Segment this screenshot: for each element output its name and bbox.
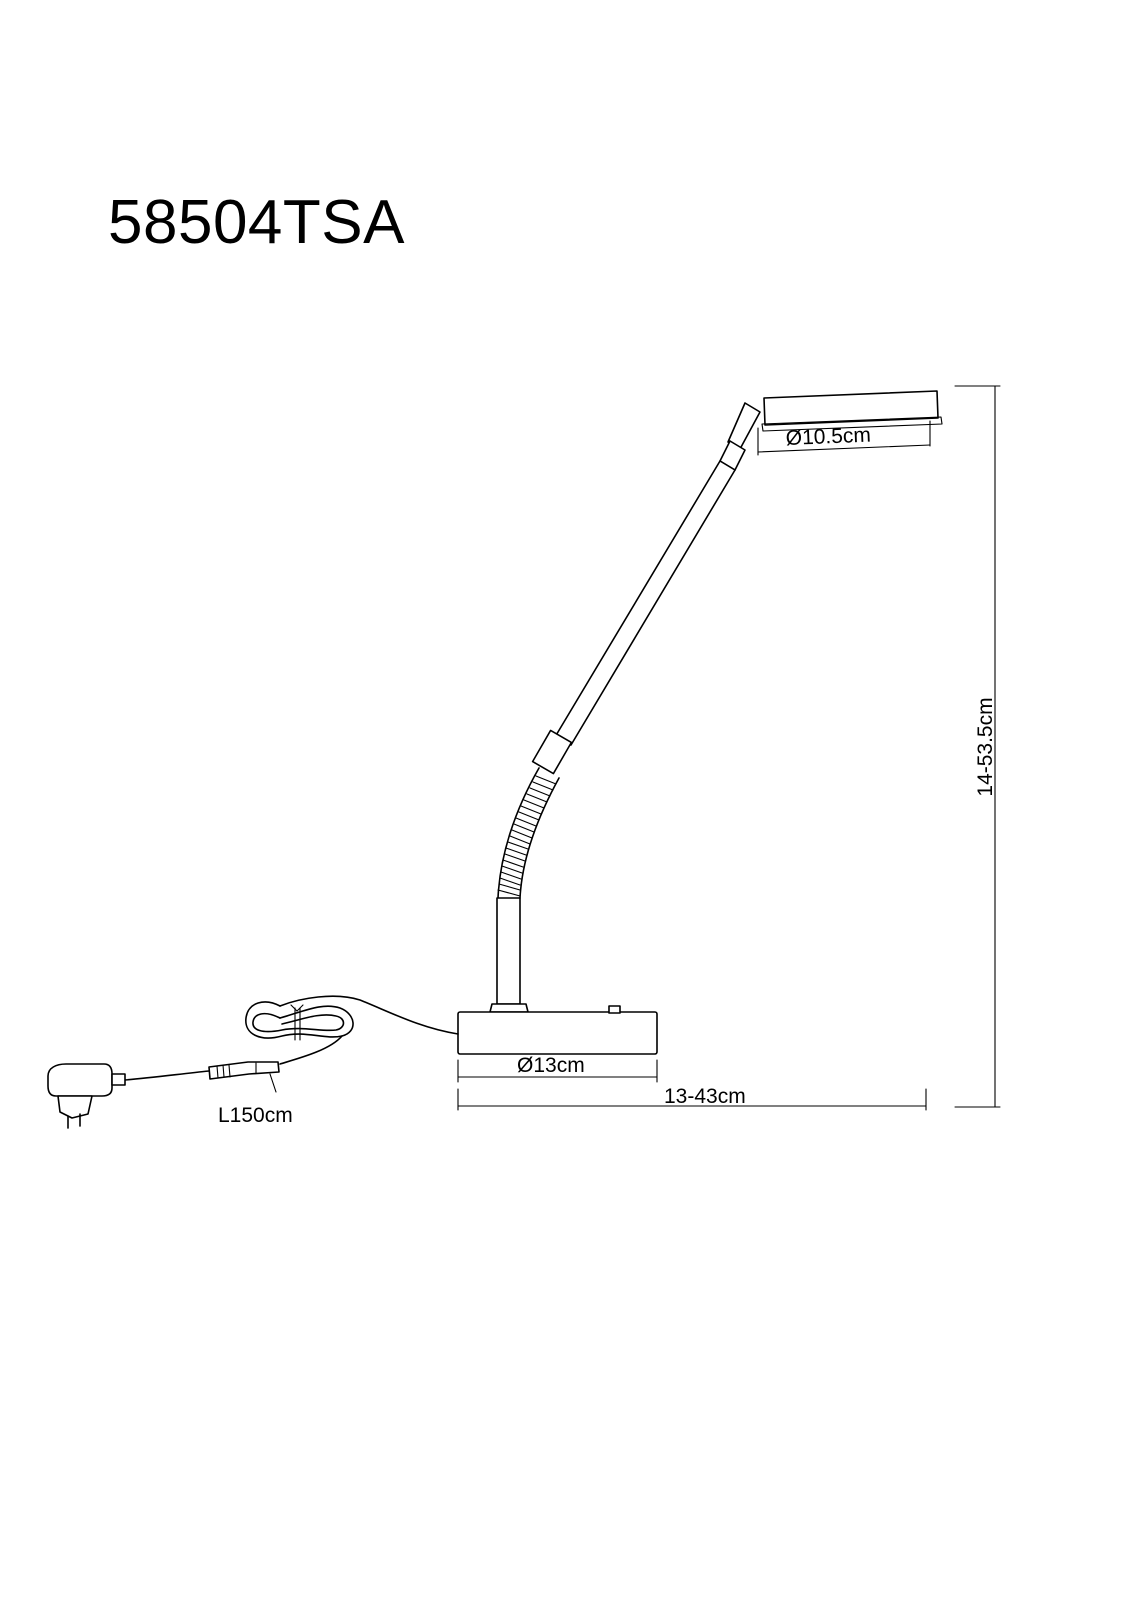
height-range-label: 14-53.5cm bbox=[974, 697, 997, 796]
cable-tie bbox=[290, 1004, 304, 1041]
power-cable bbox=[124, 995, 459, 1093]
base-diameter-dimension: Ø13cm bbox=[457, 1054, 658, 1083]
lamp-head bbox=[727, 390, 943, 450]
switch-button bbox=[608, 1005, 621, 1014]
upper-arm bbox=[554, 440, 746, 746]
flexible-gooseneck bbox=[497, 767, 560, 899]
lamp-base bbox=[457, 1005, 658, 1055]
lower-stem bbox=[489, 897, 529, 1013]
inline-connector bbox=[208, 1061, 280, 1080]
width-range-label: 13-43cm bbox=[664, 1085, 746, 1108]
head-diameter-label: Ø10.5cm bbox=[785, 424, 871, 450]
head-diameter-dimension: Ø10.5cm bbox=[757, 420, 931, 456]
width-dimension: 13-43cm bbox=[457, 1085, 927, 1111]
plug-adapter bbox=[47, 1063, 126, 1129]
base-diameter-label: Ø13cm bbox=[517, 1054, 585, 1077]
height-dimension: 14-53.5cm bbox=[954, 385, 1001, 1108]
cable-length-label: L150cm bbox=[218, 1104, 293, 1127]
model-number-title: 58504TSA bbox=[108, 188, 405, 257]
arm-joint-sleeve bbox=[531, 729, 573, 775]
